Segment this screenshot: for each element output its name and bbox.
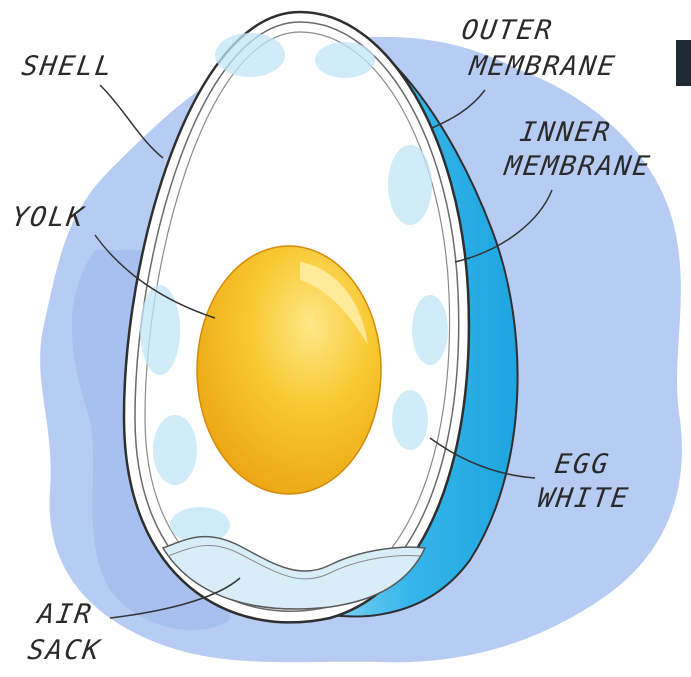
inner-membrane-label-line2: MEMBRANE [503,152,653,181]
yolk-shape [197,246,381,494]
yolk-label: YOLK [10,203,87,232]
corner-tab [676,40,691,86]
shell-label: SHELL [20,52,115,81]
outer-membrane-label-line1: OUTER [460,16,555,45]
air-sack-label-line2: SACK [26,636,103,665]
egg-white-label-line1: EGG [553,450,612,479]
egg-white-label-line2: WHITE [536,484,631,513]
air-sack-label-line1: AIR [36,600,95,629]
inner-membrane-label-line1: INNER [518,118,613,147]
outer-membrane-label-line2: MEMBRANE [468,52,618,81]
